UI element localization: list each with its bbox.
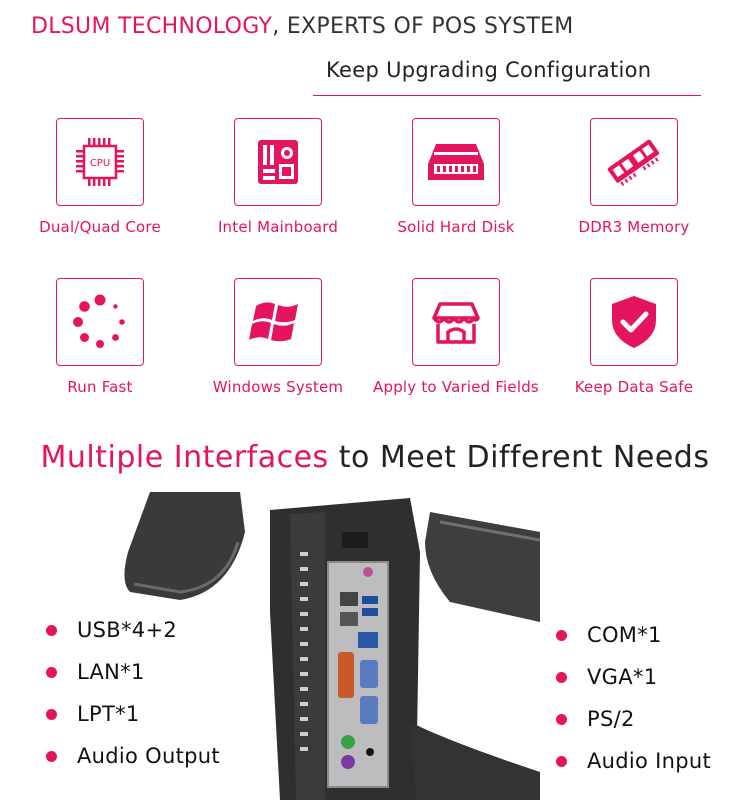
subtitle-underline [313, 95, 701, 96]
mainboard-icon [258, 140, 298, 184]
feature-intel-mainboard: Intel Mainboard [188, 118, 368, 236]
feature-apply-to-varied-fields: Apply to Varied Fields [366, 278, 546, 396]
port-label: USB*4+2 [77, 618, 178, 642]
feature-icon-box [412, 118, 500, 206]
bullet-dot [556, 713, 567, 725]
windows-logo-icon [249, 302, 298, 342]
feature-icon-box [590, 118, 678, 206]
bullet-dot [556, 755, 567, 767]
feature-icon-box [590, 278, 678, 366]
brand-name: DLSUM TECHNOLOGY [31, 14, 273, 39]
bullet-dot [46, 624, 57, 636]
feature-icon-box [412, 278, 500, 366]
feature-windows-system: Windows System [188, 278, 368, 396]
interfaces-title-rest: to Meet Different Needs [328, 440, 710, 475]
page-header: DLSUM TECHNOLOGY, EXPERTS OF POS SYSTEM [31, 14, 574, 39]
port-lpt: LPT*1 [46, 693, 220, 735]
port-label: VGA*1 [587, 665, 658, 689]
bullet-dot [46, 750, 57, 762]
port-label: COM*1 [587, 623, 662, 647]
port-label: LAN*1 [77, 660, 145, 684]
interfaces-title: Multiple Interfaces to Meet Different Ne… [0, 440, 750, 475]
feature-keep-data-safe: Keep Data Safe [544, 278, 724, 396]
port-usb: USB*4+2 [46, 609, 220, 651]
port-label: Audio Output [77, 744, 220, 768]
feature-label: Apply to Varied Fields [373, 378, 539, 396]
header-tagline: , EXPERTS OF POS SYSTEM [272, 14, 574, 39]
feature-label: Intel Mainboard [217, 218, 339, 236]
feature-icon-box [234, 278, 322, 366]
feature-icon-box [234, 118, 322, 206]
memory-icon [607, 139, 660, 186]
storefront-icon [432, 302, 480, 344]
feature-label: Dual/Quad Core [39, 218, 161, 236]
ports-list-left: USB*4+2 LAN*1 LPT*1 Audio Output [46, 609, 220, 777]
bullet-dot [556, 671, 567, 683]
port-audio-input: Audio Input [556, 740, 711, 782]
port-vga: VGA*1 [556, 656, 711, 698]
section-subtitle: Keep Upgrading Configuration [326, 58, 652, 82]
port-lan: LAN*1 [46, 651, 220, 693]
bullet-dot [46, 708, 57, 720]
svg-text:CPU: CPU [90, 158, 110, 169]
port-audio-output: Audio Output [46, 735, 220, 777]
feature-label: Windows System [212, 378, 344, 396]
shield-check-icon [612, 296, 656, 348]
ports-list-right: COM*1 VGA*1 PS/2 Audio Input [556, 614, 711, 782]
loading-spinner-icon [73, 294, 125, 348]
feature-label: Keep Data Safe [574, 378, 694, 396]
bullet-dot [46, 666, 57, 678]
hard-disk-icon [428, 144, 484, 180]
feature-ddr3-memory: DDR3 Memory [544, 118, 724, 236]
feature-icon-box: CPU [56, 118, 144, 206]
feature-run-fast: Run Fast [10, 278, 190, 396]
cpu-icon: CPU [76, 138, 124, 186]
feature-label: Solid Hard Disk [397, 218, 515, 236]
port-label: PS/2 [587, 707, 635, 731]
feature-solid-hard-disk: Solid Hard Disk [366, 118, 546, 236]
port-label: Audio Input [587, 749, 712, 773]
interfaces-title-highlight: Multiple Interfaces [40, 440, 329, 475]
feature-label: DDR3 Memory [578, 218, 690, 236]
feature-icon-box [56, 278, 144, 366]
feature-label: Run Fast [67, 378, 133, 396]
feature-dual-quad-core: CPU Dual/Quad Core [10, 118, 190, 236]
port-com: COM*1 [556, 614, 711, 656]
bullet-dot [556, 629, 567, 641]
pos-rear-io-illustration [124, 492, 540, 800]
port-ps2: PS/2 [556, 698, 711, 740]
port-label: LPT*1 [77, 702, 140, 726]
pos-rear-io-photo [120, 492, 540, 800]
